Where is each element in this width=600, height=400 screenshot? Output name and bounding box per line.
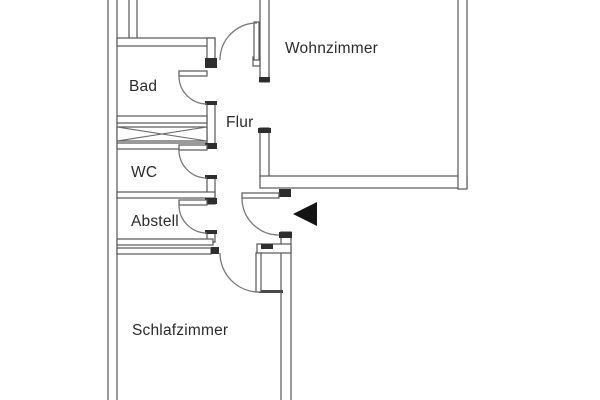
corridor-left-wall-top <box>206 37 216 61</box>
bad-door-bottom-cap <box>205 101 217 105</box>
schlafzimmer-right-wall <box>280 231 292 400</box>
schlafzimmer-door-left-jamb-cap <box>211 247 219 254</box>
abstell-door-hinge-cap <box>205 198 217 204</box>
corridor-left-wall-mid <box>206 102 216 148</box>
schlafzimmer-threshold <box>259 290 283 293</box>
walls <box>107 0 468 400</box>
room-label-wc: WC <box>131 164 157 181</box>
room-label-wohnzimmer: Wohnzimmer <box>285 40 378 57</box>
abstell-door-arc <box>178 204 208 234</box>
wc-bottom-wall <box>116 191 216 199</box>
wc-door-bottom-cap <box>205 175 217 179</box>
wc-door-arc <box>178 149 208 179</box>
shaft-hatch-box <box>116 126 208 142</box>
corridor-wall-restart-cap <box>258 128 271 133</box>
entrance-bottom-jamb-cap <box>279 232 292 238</box>
top-left-stub-wall <box>128 0 138 41</box>
wc-door-hinge-cap <box>205 143 217 149</box>
schlafzimmer-top-wall <box>116 247 212 255</box>
room-label-schlafzimmer: Schlafzimmer <box>132 322 228 339</box>
corridor-right-wall-lower <box>259 127 270 179</box>
room-labels: Wohnzimmer Bad Flur WC Abstell Schlafzim… <box>129 40 378 339</box>
bad-top-wall <box>116 37 216 47</box>
left-exterior-wall <box>107 0 118 400</box>
top-room-door-arc <box>219 22 258 61</box>
corridor-wall-end-cap <box>259 77 270 82</box>
entrance-arrow-icon <box>293 202 317 226</box>
room-label-abstell: Abstell <box>131 213 179 230</box>
room-label-bad: Bad <box>129 78 157 95</box>
schlafzimmer-door-arc <box>219 252 260 293</box>
schlafzimmer-door-hinge-cap <box>261 244 273 249</box>
right-exterior-wall <box>457 0 468 190</box>
bad-door-arc <box>178 75 208 105</box>
abstell-door-leaf <box>178 199 208 206</box>
wohnzimmer-bottom-wall <box>259 175 468 189</box>
bad-bottom-wall <box>116 115 208 124</box>
entrance-top-jamb-cap <box>279 189 291 197</box>
entrance-door-arc <box>241 197 280 236</box>
door-swing-arcs <box>178 22 280 293</box>
schlafzimmer-connector-wall <box>256 243 292 254</box>
abstell-door-bottom-cap <box>205 230 217 234</box>
top-room-door-leaf <box>253 21 260 61</box>
bad-door-hinge-cap <box>205 58 217 68</box>
entrance-door-leaf <box>241 192 280 199</box>
schlafzimmer-door-leaf <box>255 252 262 293</box>
abstell-bottom-wall <box>116 238 214 246</box>
door-leaves <box>178 21 280 293</box>
shaft-hatch-diagonal-2 <box>116 126 208 142</box>
room-label-flur: Flur <box>226 114 254 131</box>
bad-door-leaf <box>178 70 208 77</box>
jamb-caps <box>205 58 292 293</box>
wc-door-leaf <box>178 144 208 151</box>
corridor-right-wall-upper <box>259 0 270 83</box>
